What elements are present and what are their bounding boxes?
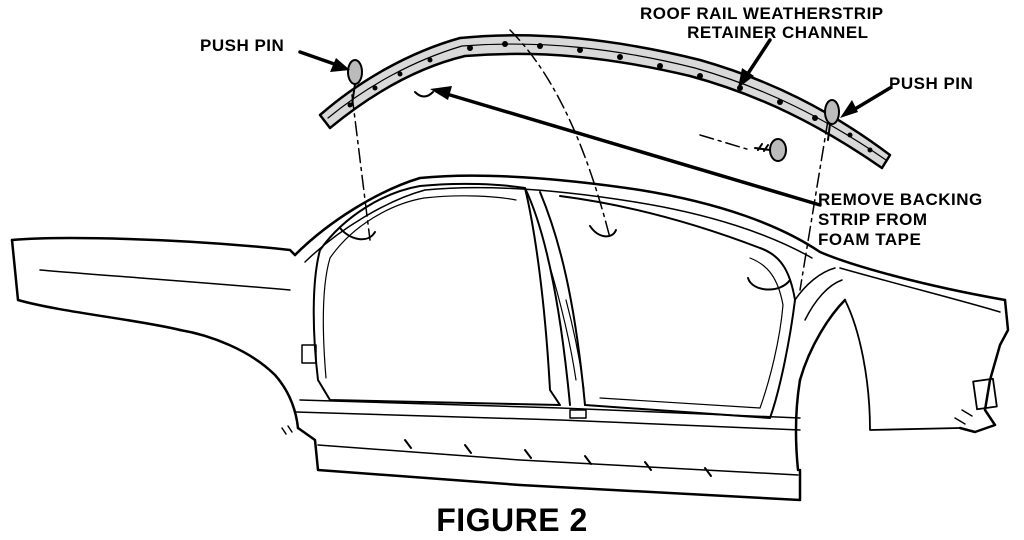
arrow-head-push-pin-left (330, 58, 350, 72)
callout-remove-backing-line3: FOAM TAPE (818, 230, 922, 249)
callout-roof-rail-line2: RETAINER CHANNEL (687, 23, 869, 42)
push-pin-right-icon (824, 99, 840, 141)
arrow-head-remove-backing (430, 86, 452, 100)
screw-fastener-icon (754, 138, 787, 162)
callout-remove-backing-line2: STRIP FROM (818, 210, 928, 229)
arrow-head-push-pin-right (840, 100, 858, 118)
push-pin-left-icon (347, 59, 363, 106)
body-side-panel (10, 174, 1010, 502)
callout-roof-rail-retainer: ROOF RAIL WEATHERSTRIP RETAINER CHANNEL (640, 4, 884, 42)
callout-arrows (298, 38, 892, 207)
callout-push-pin-left: PUSH PIN (200, 36, 285, 55)
callout-remove-backing-line1: REMOVE BACKING (818, 190, 983, 209)
retainer-channel (318, 34, 892, 170)
callout-push-pin-right: PUSH PIN (889, 74, 974, 93)
pin-locations (339, 225, 791, 291)
arrow-head-roof-rail (738, 68, 754, 88)
figure-caption: FIGURE 2 (436, 502, 588, 538)
callout-roof-rail-line1: ROOF RAIL WEATHERSTRIP (640, 4, 884, 23)
callout-remove-backing-strip: REMOVE BACKING STRIP FROM FOAM TAPE (818, 190, 983, 250)
